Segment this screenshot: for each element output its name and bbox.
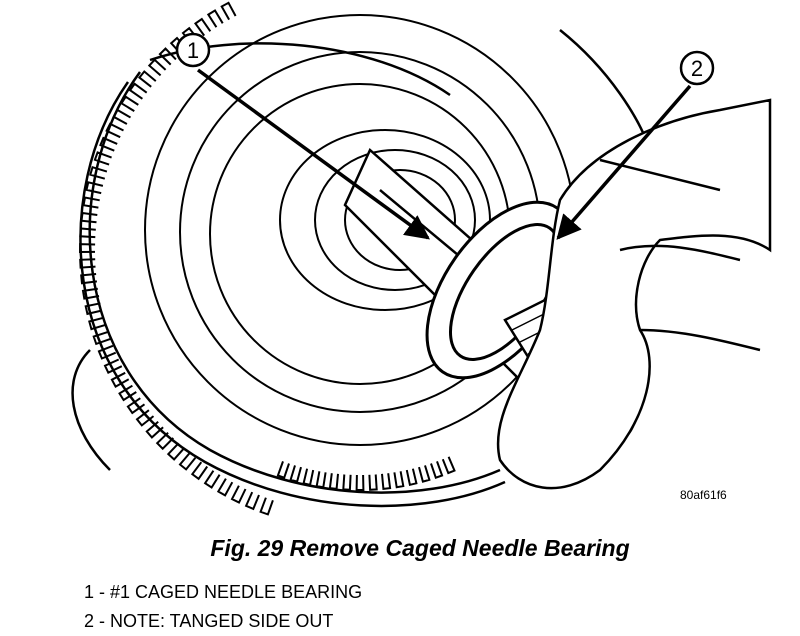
callout-1: 1 [175,32,211,68]
callout-1-leader [196,68,430,240]
transmission-illustration: 1 2 [71,1,772,516]
callout-leaders [196,68,692,240]
figure-caption: Fig. 29 Remove Caged Needle Bearing [210,535,630,561]
gear-teeth [78,1,456,516]
callout-2-number: 2 [691,56,703,81]
callout-2: 2 [679,50,715,86]
legend-item-2: 2 - NOTE: TANGED SIDE OUT [84,611,334,631]
legend-item-1: 1 - #1 CAGED NEEDLE BEARING [84,582,363,602]
image-code: 80af61f6 [680,488,727,502]
hand [496,98,772,490]
callout-2-leader [556,84,692,240]
callout-1-number: 1 [187,38,199,63]
legend: 1 - #1 CAGED NEEDLE BEARING 2 - NOTE: TA… [84,578,362,636]
